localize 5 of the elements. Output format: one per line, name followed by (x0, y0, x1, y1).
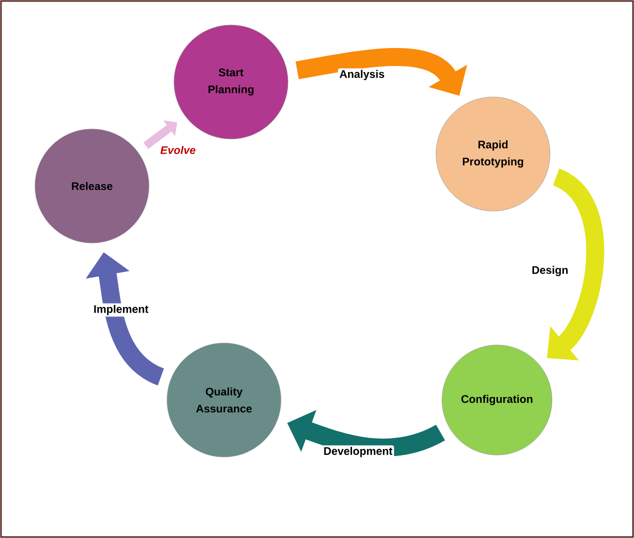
edge-label: Design (530, 264, 570, 278)
edge-label: Evolve (159, 144, 197, 156)
edge-label: Analysis (338, 68, 386, 82)
edge-label: Implement (92, 303, 150, 317)
edge-label: Development (322, 445, 394, 459)
